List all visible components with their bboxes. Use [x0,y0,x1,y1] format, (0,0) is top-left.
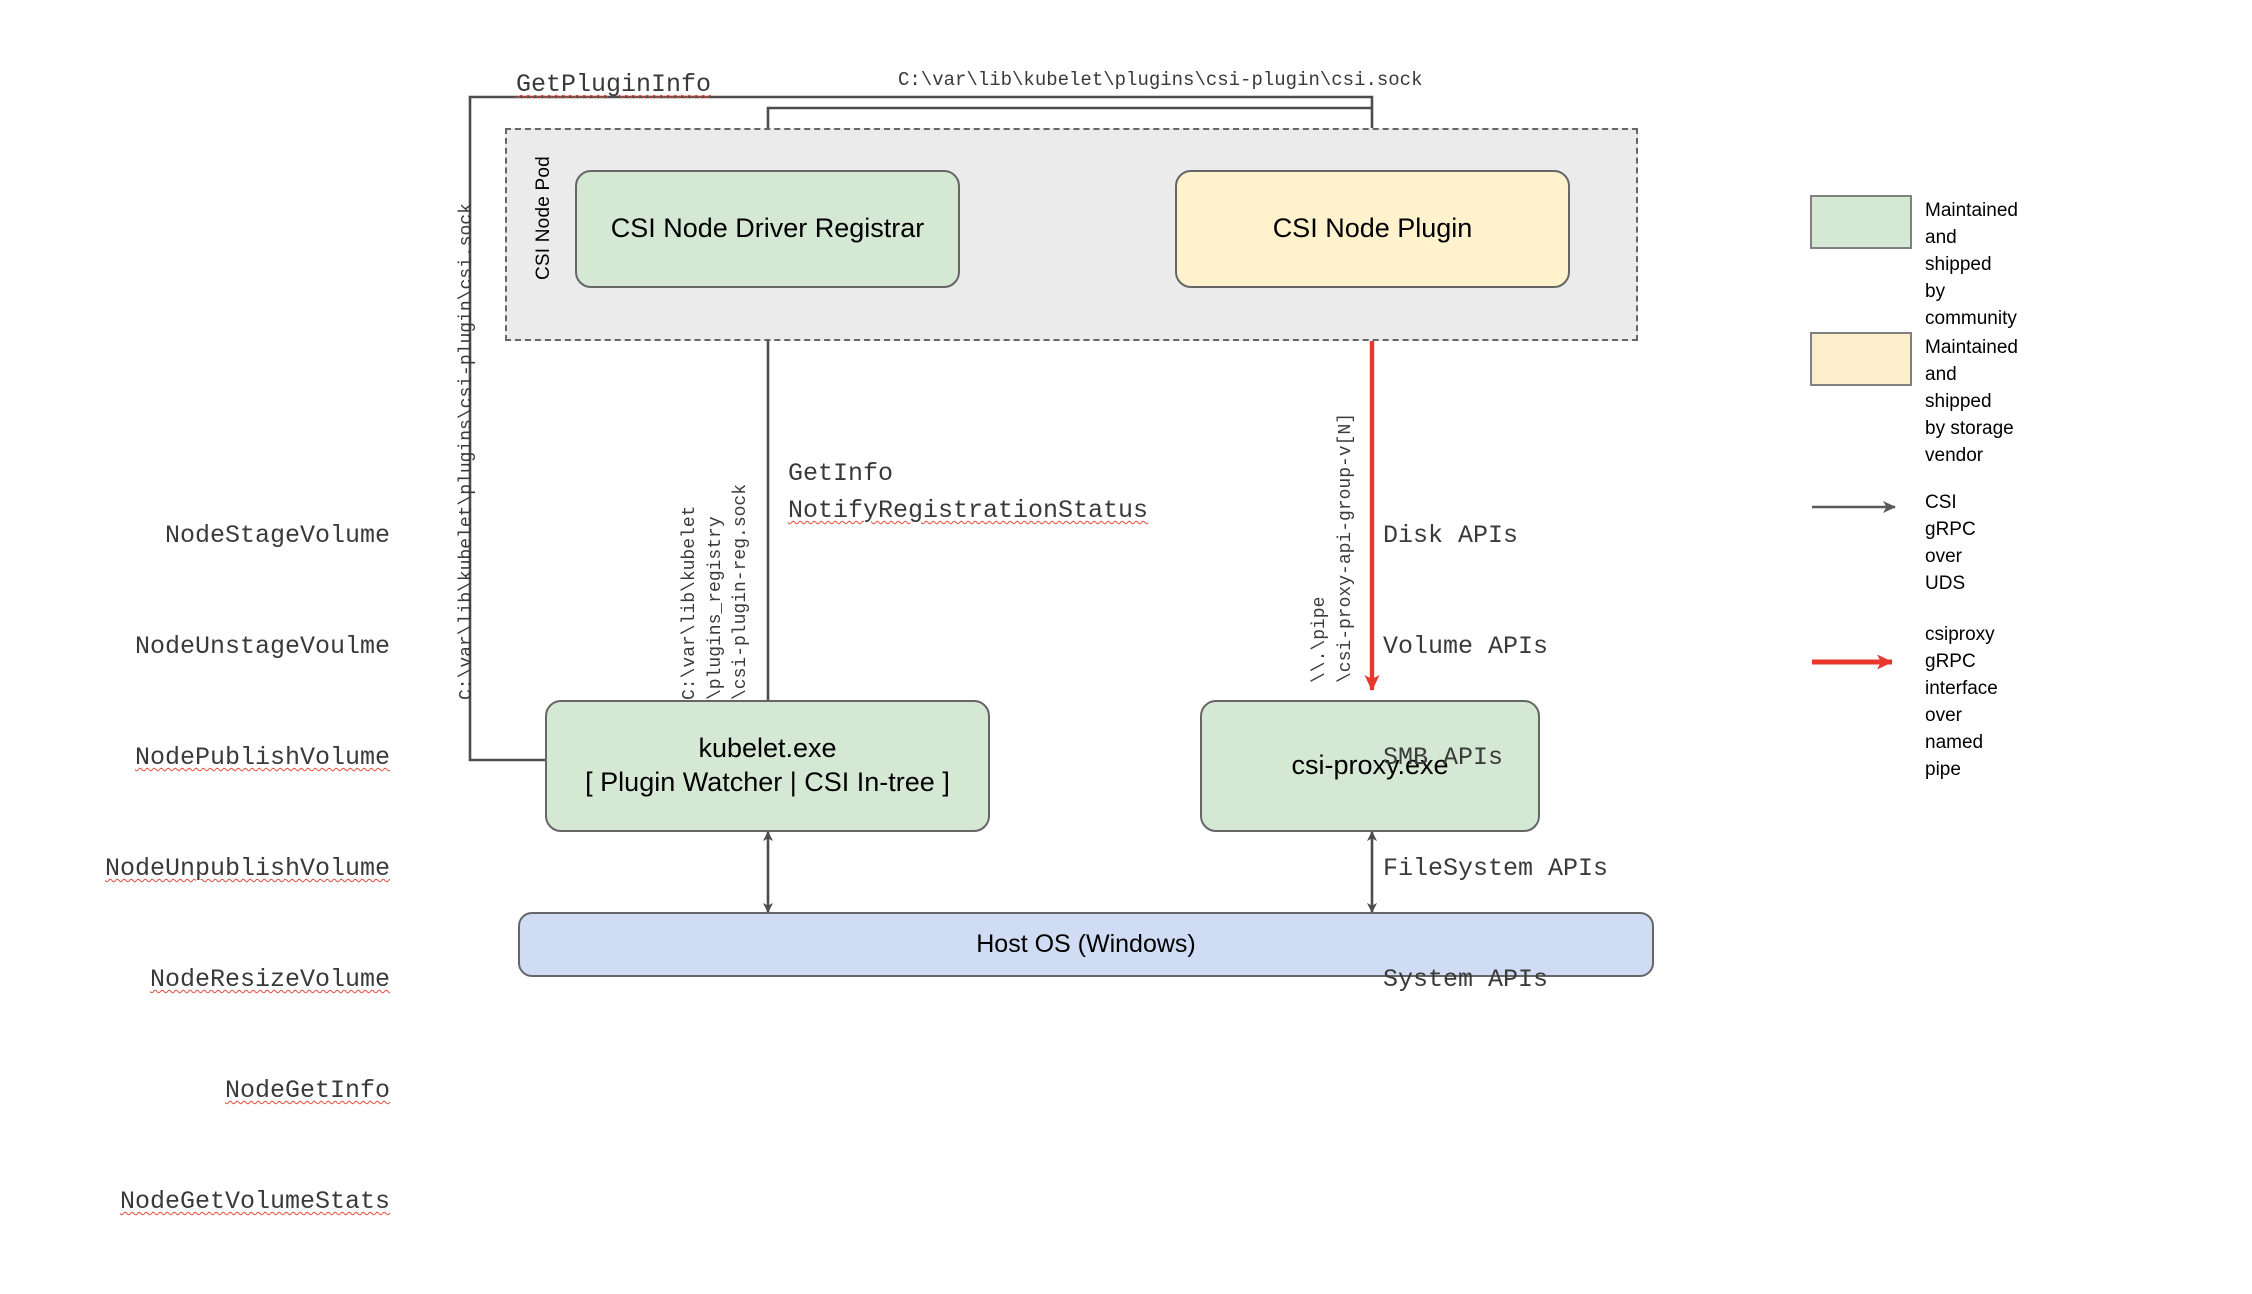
node-rpc-item: NodeUnpublishVolume [104,854,390,883]
label-getinfo: GetInfo [788,459,894,488]
proxy-api-item: Volume APIs [1383,632,1549,661]
diagram-canvas: CSI Node Pod CSI Node Driver Registrar C… [105,69,2018,1216]
label-csi-sock-path-top: C:\var\lib\kubelet\plugins\csi-plugin\cs… [898,69,1423,91]
node-csi-node-plugin-label: CSI Node Plugin [1272,213,1473,244]
node-csi-proxy-exe[interactable]: csi-proxy.exe [1200,700,1540,832]
legend-label-storage-vendor: Maintained and shipped by storage vendor [1925,337,2018,466]
label-getplugininfo: GetPluginInfo [516,70,712,99]
node-rpc-item: NodeStageVolume [164,521,390,550]
label-csi-sock-path-left: C:\var\lib\kubelet\plugins\csi-plugin\cs… [457,203,477,700]
node-rpc-item: NodePublishVolume [134,743,390,772]
node-csi-proxy-exe-label: csi-proxy.exe [1291,750,1449,781]
legend-label-csiproxy-named-pipe: csiproxy gRPC interface over named pipe [1925,624,1998,780]
proxy-api-item: FileSystem APIs [1383,854,1609,883]
label-notifyregistrationstatus: NotifyRegistrationStatus [788,496,1149,525]
node-csi-node-driver-registrar-label: CSI Node Driver Registrar [610,213,925,244]
node-rpc-item: NodeUnstageVoulme [134,632,390,661]
node-csi-node-driver-registrar[interactable]: CSI Node Driver Registrar [575,170,960,288]
node-kubelet-exe[interactable]: kubelet.exe [ Plugin Watcher | CSI In-tr… [545,700,990,832]
label-registry-sock-path: C:\var\lib\kubelet \plugins_registry \cs… [680,483,752,700]
legend-label-csi-grpc-uds: CSI gRPC over UDS [1925,492,1976,594]
node-csi-node-plugin[interactable]: CSI Node Plugin [1175,170,1570,288]
node-host-os-label: Host OS (Windows) [976,929,1196,958]
proxy-api-item: Disk APIs [1383,521,1519,550]
label-named-pipe-path: \\.\pipe \csi-proxy-api-group-v[N] [1310,412,1356,683]
legend-swatch-community [1810,195,1912,249]
node-kubelet-exe-label-line1: kubelet.exe [698,733,837,764]
csi-node-pod-label: CSI Node Pod [533,156,554,280]
node-rpc-item: NodeGetInfo [224,1076,390,1105]
proxy-api-list: Disk APIs Volume APIs SMB APIs FileSyste… [1383,443,1608,1072]
node-kubelet-exe-label-line2: [ Plugin Watcher | CSI In-tree ] [585,767,950,797]
legend-swatch-storage-vendor [1810,332,1912,386]
node-rpc-item: NodeGetVolumeStats [119,1187,390,1216]
node-host-os[interactable]: Host OS (Windows) [518,912,1654,977]
proxy-api-item: SMB APIs [1383,743,1504,772]
proxy-api-item: System APIs [1383,965,1549,994]
node-rpc-list: NodeStageVolume NodeUnstageVoulme NodePu… [95,443,390,1294]
node-rpc-item: NodeResizeVolume [149,965,390,994]
label-registrar-calls: GetInfo NotifyRegistrationStatus [788,455,1148,529]
legend-label-community: Maintained and shipped by community [1925,200,2018,329]
